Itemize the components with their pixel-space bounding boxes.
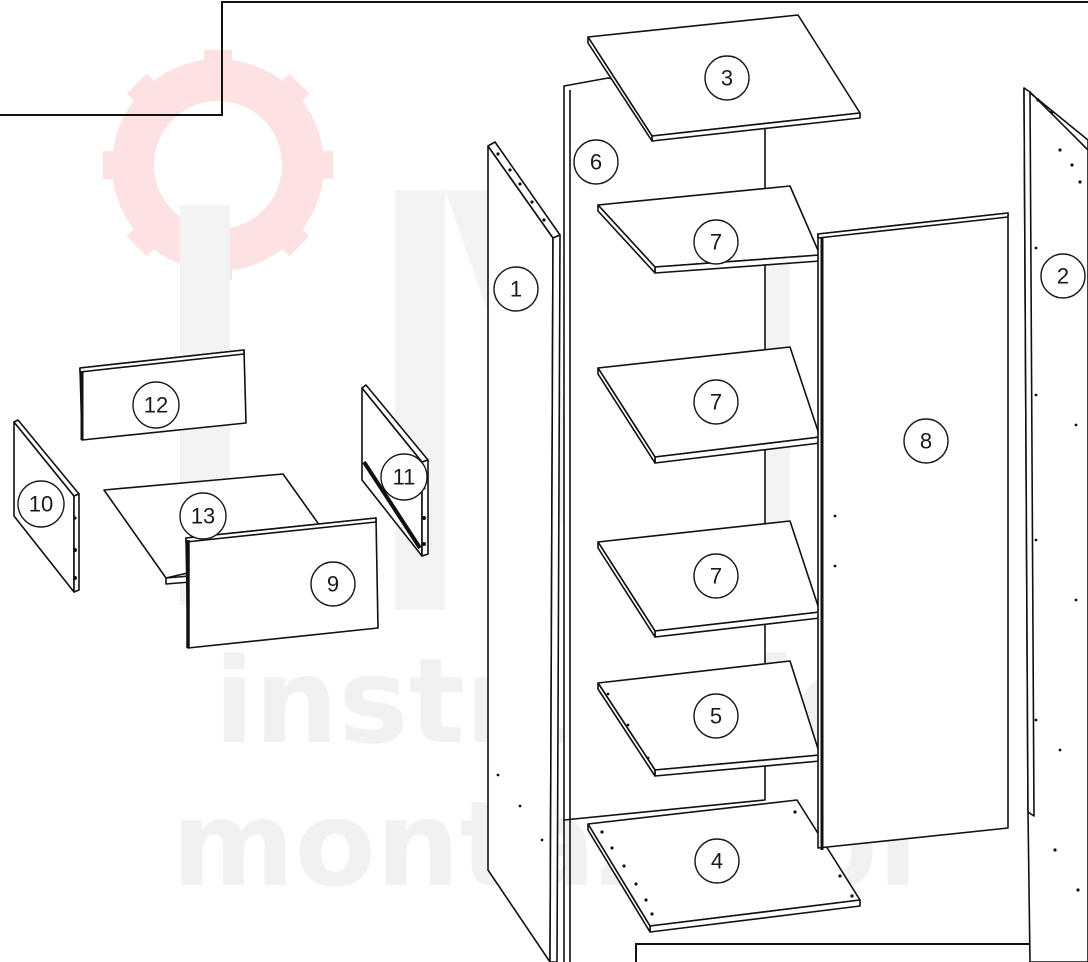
frame-line-bottom: [635, 943, 1088, 962]
right-side-panel: [1023, 87, 1088, 962]
callout-circle-11: [380, 453, 428, 501]
callout-label-1: 1: [510, 277, 522, 302]
callout-label-10: 10: [29, 492, 53, 517]
callout-label-6: 6: [590, 150, 602, 175]
callout-circle-6: [573, 139, 619, 185]
callout-circle-2: [1040, 253, 1086, 299]
callout-circle-12: [132, 381, 180, 429]
callout-circle-4: [694, 838, 740, 884]
callout-circle-1: [493, 266, 539, 312]
callout-label-11: 11: [393, 465, 416, 490]
callout-circle-7c: [693, 553, 739, 599]
callout-circle-5: [693, 693, 739, 739]
callout-circle-13: [179, 492, 227, 540]
callout-label-13: 13: [191, 504, 215, 529]
left-side-panel: [487, 141, 561, 962]
callout-label-12: 12: [144, 393, 168, 418]
callout-label-8: 8: [920, 429, 932, 454]
drawer-front: [185, 517, 379, 649]
frame-line-top: [0, 1, 1088, 116]
callout-circle-9: [310, 561, 356, 607]
callout-label-4: 4: [711, 849, 723, 874]
callout-circle-7b: [693, 379, 739, 425]
callout-label-2: 2: [1057, 264, 1069, 289]
callout-circle-7a: [693, 219, 739, 265]
callout-label-9: 9: [327, 572, 339, 597]
callout-label-5: 5: [710, 704, 722, 729]
callout-label-7a: 7: [710, 230, 722, 255]
callout-label-7c: 7: [710, 564, 722, 589]
door-panel: [817, 212, 1009, 850]
callout-label-7b: 7: [710, 390, 722, 415]
callout-circle-8: [903, 418, 949, 464]
callout-circle-3: [704, 55, 750, 101]
callout-label-3: 3: [721, 66, 733, 91]
callout-circle-10: [17, 480, 65, 528]
